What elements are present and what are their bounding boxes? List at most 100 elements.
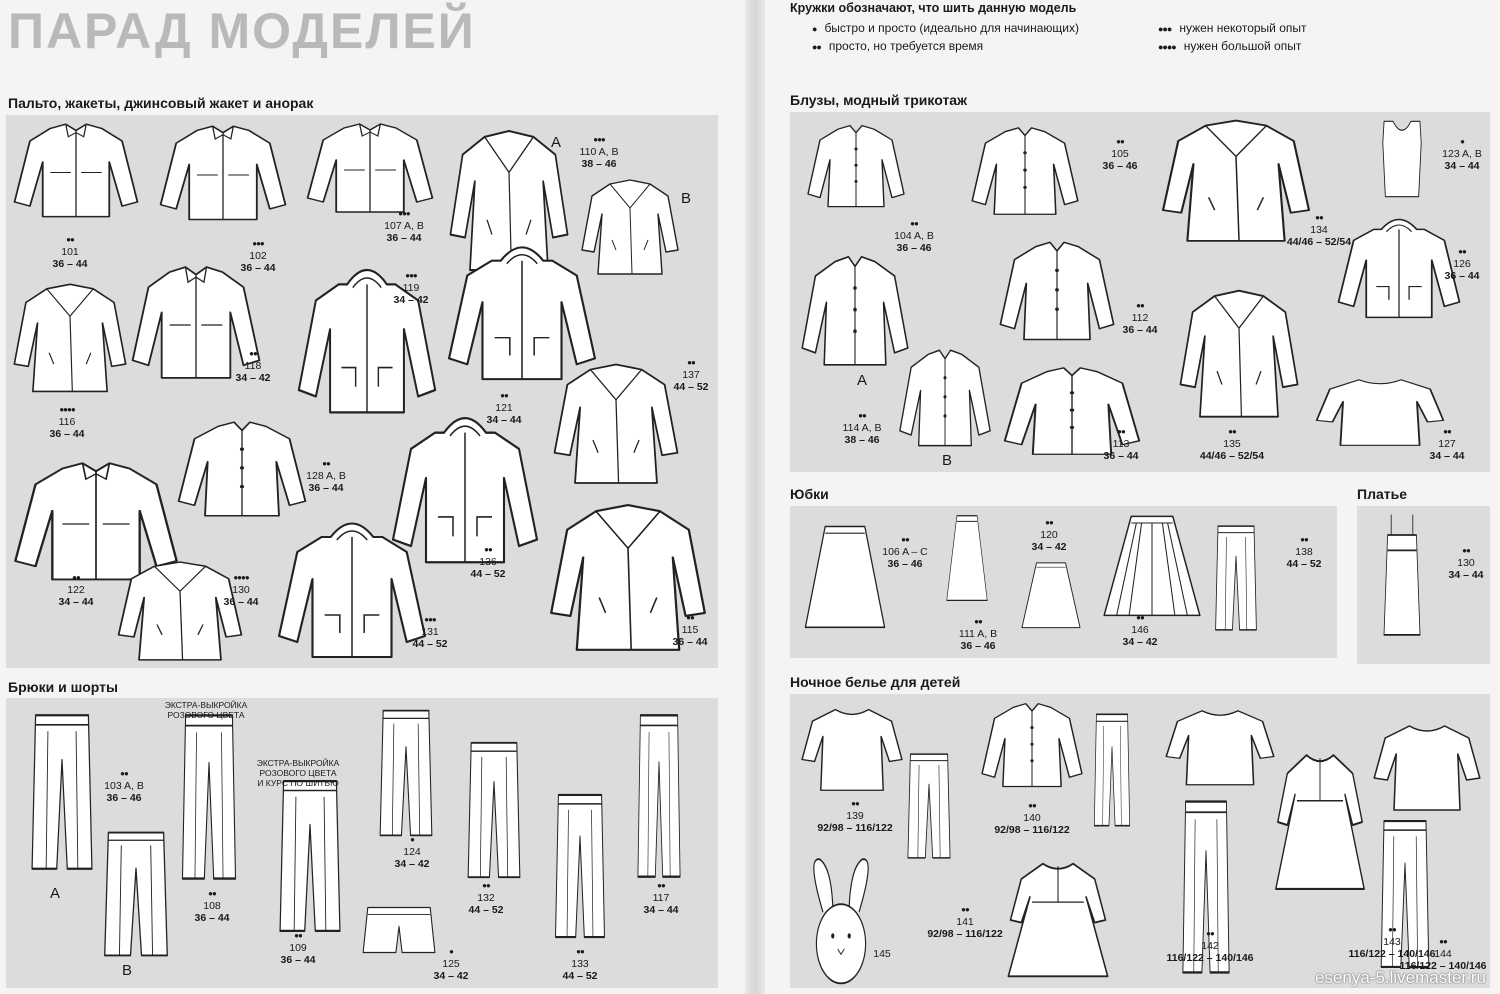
model-number: 117 <box>652 892 670 904</box>
difficulty-dots: ●● <box>910 219 919 228</box>
legend: Кружки обозначают, что шить данную модел… <box>790 1 1350 57</box>
hood-sketch <box>446 240 598 388</box>
model-number: 144 <box>1434 948 1452 960</box>
tee-sketch <box>1164 702 1276 790</box>
model-size: 44/46 – 52/54 <box>1199 450 1265 462</box>
section-skirts-heading: Юбки <box>790 486 829 502</box>
model-number: 115 <box>681 624 699 636</box>
model-size: 36 – 44 <box>280 954 316 966</box>
difficulty-dots: ● <box>1460 137 1465 146</box>
model-size: 36 – 44 <box>1122 324 1158 336</box>
model-size: 36 – 46 <box>896 242 932 254</box>
model-size: 36 – 46 <box>960 640 996 652</box>
top-sketch <box>1370 118 1434 200</box>
model-size: 44/46 – 52/54 <box>1286 236 1352 248</box>
difficulty-dots: ●● <box>851 799 860 808</box>
difficulty-dots: ●● <box>484 545 493 554</box>
pants-sketch <box>628 712 690 880</box>
coat-sketch <box>580 178 680 278</box>
model-number: 124 <box>403 846 421 858</box>
difficulty-dots: ●● <box>576 947 585 956</box>
pskirt-sketch <box>1100 512 1204 622</box>
page-title: ПАРАД МОДЕЛЕЙ <box>8 3 476 59</box>
bunny-sketch <box>800 854 882 986</box>
variant-letter: B <box>681 190 692 207</box>
legend-text: просто, но требуется время <box>828 39 984 53</box>
section-dress-heading: Платье <box>1357 486 1407 502</box>
pants-sketch <box>368 708 444 838</box>
model-number: 141 <box>956 916 974 928</box>
coat-sketch <box>448 128 570 276</box>
difficulty-dots: ●●● <box>252 239 265 248</box>
model-size: 36 – 44 <box>49 428 85 440</box>
variant-letter: B <box>942 452 953 469</box>
difficulty-dots: ●● <box>500 391 509 400</box>
pants-sketch <box>170 712 248 882</box>
model-size: 38 – 46 <box>844 434 880 446</box>
legend-dots: ● <box>812 24 818 34</box>
difficulty-dots: ●●● <box>398 209 410 218</box>
model-number: 101 <box>61 246 79 258</box>
model-size: 116/122 – 140/146 <box>1399 960 1487 972</box>
model-size: 116/122 – 140/146 <box>1348 948 1436 960</box>
difficulty-dots: ●● <box>1458 247 1467 256</box>
legend-item: ●●●●нужен большой опыт <box>1158 39 1301 53</box>
model-number: 138 <box>1295 546 1313 558</box>
model-number: 103 A, B <box>104 780 144 792</box>
difficulty-dots: ●● <box>120 769 129 778</box>
pants-sketch <box>456 740 532 880</box>
model-size: 44 – 52 <box>412 638 448 650</box>
model-number: 133 <box>571 958 589 970</box>
blouse-sketch <box>806 122 906 212</box>
difficulty-dots: ● <box>410 835 415 844</box>
coat-sketch <box>1178 288 1300 422</box>
difficulty-dots: ●● <box>72 573 81 582</box>
coat-sketch <box>12 282 128 396</box>
model-size: 36 – 44 <box>1444 270 1480 282</box>
model-number: 119 <box>402 282 420 294</box>
model-number: 122 <box>67 584 85 596</box>
model-label: 145 <box>873 948 891 960</box>
model-size: 34 – 42 <box>394 858 430 870</box>
model-size: 36 – 44 <box>240 262 276 274</box>
pants-sketch <box>1172 798 1240 976</box>
model-number: 134 <box>1310 224 1328 236</box>
difficulty-dots: ●● <box>1117 427 1126 436</box>
hood-sketch <box>390 410 540 572</box>
model-size: 44 – 52 <box>468 904 504 916</box>
difficulty-dots: ●● <box>974 617 983 626</box>
jacket-sketch <box>12 120 140 225</box>
difficulty-dots: ●● <box>657 881 666 890</box>
skirt-sketch <box>1018 560 1084 632</box>
blouse-sketch <box>970 124 1080 220</box>
jacket-sketch <box>158 122 288 228</box>
model-number: 132 <box>477 892 495 904</box>
kdress-sketch <box>1272 746 1368 898</box>
model-size: 38 – 46 <box>581 158 617 170</box>
model-size: 44 – 52 <box>562 970 598 982</box>
legend-text: нужен большой опыт <box>1183 39 1302 53</box>
model-number: 121 <box>495 402 513 414</box>
tee-sketch <box>1314 372 1446 450</box>
difficulty-dots: ●● <box>1116 137 1125 146</box>
model-number: 139 <box>846 810 864 822</box>
skirt-sketch <box>800 522 890 634</box>
difficulty-dots: ●● <box>322 459 331 468</box>
legend-text: нужен некоторый опыт <box>1179 21 1307 35</box>
difficulty-dots: ●● <box>1228 427 1237 436</box>
